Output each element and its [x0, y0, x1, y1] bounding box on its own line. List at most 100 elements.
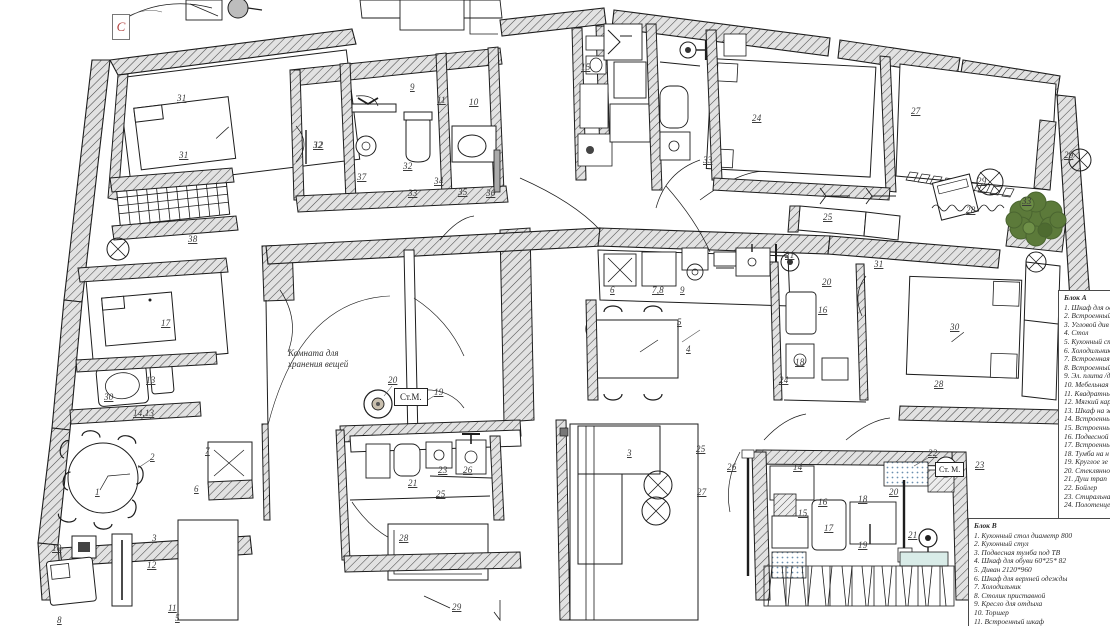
item-number-callout: 12	[147, 560, 157, 570]
item-number-callout: 24	[779, 375, 789, 385]
legend-item: 5. Кухонный ст	[1064, 336, 1110, 346]
item-number-callout: 23	[438, 465, 448, 475]
legend-item: 9. Кресло для отдыха	[974, 599, 1043, 609]
legend-item: 2. Встроенный	[1064, 311, 1110, 321]
item-number-callout: 28	[934, 379, 944, 389]
item-number-callout: 1	[95, 487, 100, 497]
item-number-callout: 31	[179, 150, 189, 160]
item-number-callout: 19	[434, 387, 444, 397]
washing-machine-label-2: Ст. М.	[935, 462, 965, 477]
item-number-callout: 10	[469, 97, 479, 107]
item-number-callout: 38	[188, 234, 198, 244]
legend-item: 24. Полотенце	[1064, 500, 1110, 510]
drawing-corner-marker: C	[112, 14, 130, 40]
legend-item: 22. Бойлер	[1064, 483, 1098, 493]
legend-item: 1. Кухонный стол диаметр 800	[974, 530, 1073, 540]
item-number-callout: 30	[950, 322, 960, 332]
item-number-callout: 20	[889, 487, 899, 497]
washing-machine-label-1: Ст.М.	[394, 388, 428, 406]
legend-item: 6. Холодильник	[1064, 345, 1110, 355]
item-number-callout: 18	[795, 357, 805, 367]
item-number-callout: 29	[977, 176, 987, 186]
item-number-callout: 22	[928, 448, 938, 458]
item-number-callout: 27	[697, 487, 707, 497]
legend-item: 23. Стиральна	[1064, 491, 1110, 501]
legend-item: 4. Стол	[1064, 328, 1089, 338]
legend-item: 13. Шкаф на за	[1064, 405, 1110, 415]
item-number-callout: 11	[168, 603, 177, 613]
legend-item: 4. Шкаф для обуви 60*25* 82	[974, 556, 1067, 566]
legend-title: Блок А	[1064, 293, 1087, 302]
legend-item: 1. Шкаф для ос	[1064, 302, 1110, 312]
legend-item: 6. Шкаф для верхней одежды	[974, 573, 1068, 583]
item-number-callout: 11	[437, 95, 446, 105]
item-number-callout: 25	[823, 212, 833, 222]
item-number-callout: 6	[610, 285, 615, 295]
legend-item: 5. Диван 2120*960	[974, 564, 1032, 574]
legend-item: 11. Встроенный шкаф	[974, 616, 1045, 626]
legend-item: 8. Встроенный	[1064, 362, 1110, 372]
legend-item: 19. Круглое зе	[1064, 457, 1108, 467]
item-number-callout: 30	[104, 392, 114, 402]
item-number-callout: 26	[463, 465, 473, 475]
item-number-callout: 28	[966, 205, 976, 215]
item-number-callout: 33	[703, 155, 713, 165]
item-number-callout: 20	[388, 375, 398, 385]
item-number-callout: 28	[399, 533, 409, 543]
item-number-callout: 9	[410, 82, 415, 92]
item-number-callout: 25	[696, 444, 706, 454]
item-number-callout: 14,13	[133, 408, 155, 418]
item-number-callout: 29	[1064, 150, 1074, 160]
item-number-callout: 25	[436, 489, 446, 499]
legend-title: Блок В	[974, 521, 997, 530]
legend-item: 16. Подвесной	[1064, 431, 1109, 441]
item-number-callout: 9	[680, 285, 685, 295]
item-number-callout: 23	[975, 460, 985, 470]
item-number-callout: 15	[798, 508, 808, 518]
legend-item: 15. Встроенный	[1064, 422, 1110, 432]
item-number-callout: 33	[408, 188, 418, 198]
item-number-callout: 27	[911, 106, 921, 116]
item-number-callout: 32	[313, 140, 323, 150]
item-number-callout: 13	[146, 375, 156, 385]
room-label-storage: Комната для хранения вещей	[288, 348, 349, 369]
item-number-callout: 16	[818, 497, 828, 507]
item-number-callout: 12	[314, 140, 324, 150]
item-number-callout: 21	[785, 250, 795, 260]
item-number-callout: 24	[752, 113, 762, 123]
item-number-callout: 20	[822, 277, 832, 287]
legend-item: 2. Кухонный стул	[974, 539, 1029, 549]
item-number-callout: 33	[1022, 196, 1032, 206]
item-number-callout: 6	[194, 484, 199, 494]
item-number-callout: 29	[452, 602, 462, 612]
item-number-callout: 34	[434, 176, 444, 186]
item-number-callout: 32	[403, 161, 413, 171]
item-number-callout: 5	[677, 317, 682, 327]
legend-item: 9. Эл. плита /д	[1064, 371, 1110, 381]
legend-item: 17. Встроенный	[1064, 440, 1110, 450]
item-number-callout: 18	[858, 494, 868, 504]
drawing-corner-marker-letter: C	[116, 19, 126, 34]
legend-item: 14. Встроенный	[1064, 414, 1110, 424]
item-number-callout: 10	[52, 543, 62, 553]
item-number-callout: 37	[357, 172, 367, 182]
legend-item: 7. Холодильник	[974, 582, 1022, 592]
item-number-callout: 7,8	[652, 285, 664, 295]
legend-item: 21. Душ трап	[1064, 474, 1107, 484]
item-number-callout: 35	[458, 187, 468, 197]
legend-item: 8. Столик приставной	[974, 590, 1046, 600]
item-number-callout: 21	[408, 478, 418, 488]
legend-item: 10. Торшер	[974, 607, 1009, 617]
legend-item: 18. Тумба на н	[1064, 448, 1109, 458]
item-number-callout: 17	[824, 523, 834, 533]
item-number-callout: 3	[152, 533, 157, 543]
item-number-callout: 26	[727, 462, 737, 472]
item-number-callout: 17	[161, 318, 171, 328]
item-number-callout: 5	[175, 613, 180, 623]
legend-item: 20. Стеклянно	[1064, 465, 1110, 475]
legend-item: 3. Угловой див	[1064, 319, 1109, 329]
tree-icon	[1005, 191, 1067, 247]
